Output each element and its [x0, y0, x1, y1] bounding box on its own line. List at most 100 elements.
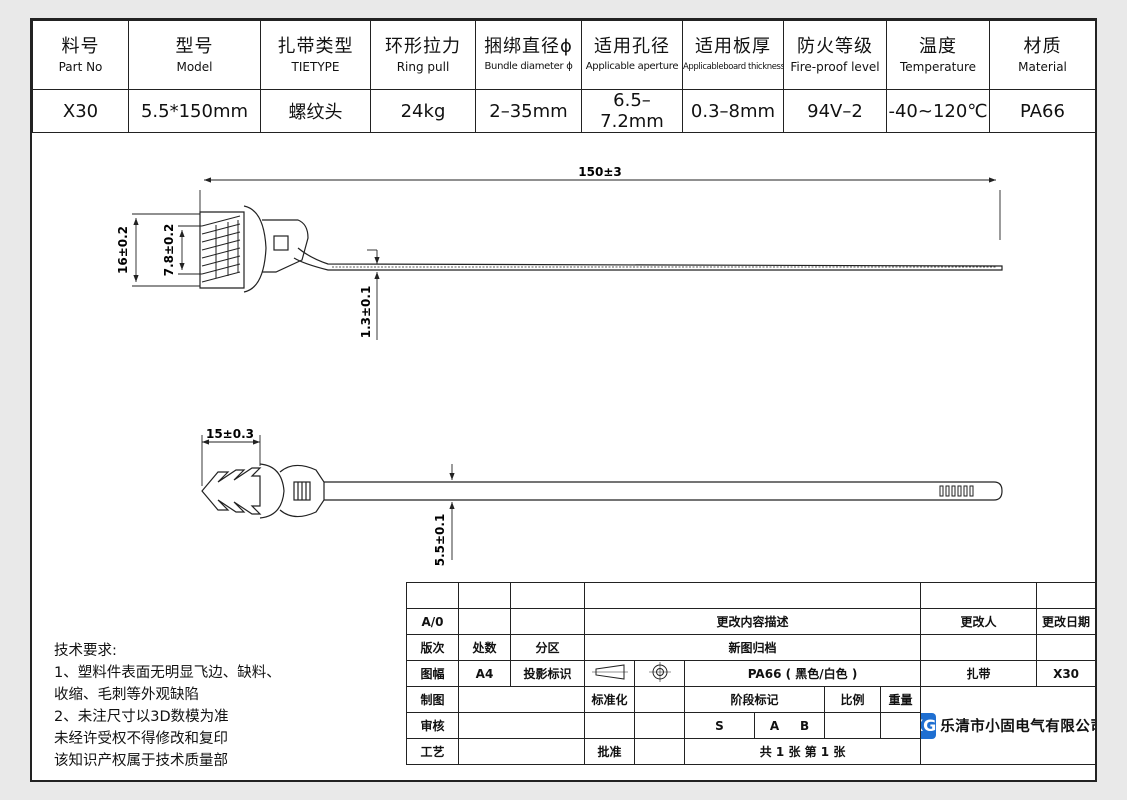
- header-zh: 型号: [175, 36, 214, 57]
- tb-stage-s: S: [684, 712, 755, 739]
- tb-stage-b: B: [800, 718, 810, 733]
- tb-row-revision: 版次 处数 分区 新图归档: [406, 634, 1097, 661]
- dim-head-height: 16±0.2: [116, 226, 130, 274]
- top-flange: [259, 463, 285, 519]
- company-block: XG 乐清市小固电气有限公司: [920, 686, 1097, 765]
- side-flange: [243, 205, 267, 293]
- tb-row-empty: [406, 582, 1097, 609]
- tb-change-date: 更改日期: [1036, 608, 1097, 635]
- tb-sheet-size-label: 图幅: [406, 660, 459, 687]
- value-temperature: -40~120℃: [886, 89, 990, 133]
- header-part-no: 料号 Part No: [32, 20, 129, 90]
- tb-projection-label: 投影标识: [510, 660, 585, 687]
- tb-a0: A/0: [406, 608, 459, 635]
- tb-row-drawn: 制图 标准化 阶段标记 比例 重量 XG 乐清市小固电气有限公司: [406, 686, 1097, 765]
- top-barb: [201, 467, 262, 515]
- tb-scale: 比例: [824, 686, 881, 713]
- header-en: Applicableboard thickness: [683, 62, 784, 72]
- side-barb-outline: [199, 211, 245, 289]
- header-zh: 温度: [919, 36, 957, 57]
- notes-line: 2、未注尺寸以3D数模为准: [54, 709, 229, 725]
- value-part-no: X30: [32, 89, 129, 133]
- tb-revision: 版次: [406, 634, 459, 661]
- header-tie-type: 扎带类型 TIETYPE: [260, 20, 371, 90]
- tb-new-archive: 新图归档: [583, 634, 922, 661]
- value-tie-type: 螺纹头: [260, 89, 371, 133]
- tb-drawn: 制图: [406, 686, 459, 713]
- tb-part-name: 扎带: [920, 660, 1038, 687]
- notes-title: 技术要求:: [54, 643, 117, 659]
- header-zh: 环形拉力: [385, 36, 461, 57]
- company-logo-icon: XG: [921, 712, 937, 739]
- header-zh: 适用孔径: [594, 36, 670, 57]
- header-zh: 扎带类型: [277, 36, 354, 57]
- company-name: 乐清市小固电气有限公司: [940, 719, 1096, 735]
- tb-review: 审核: [406, 712, 459, 739]
- value-ring-pull: 24kg: [370, 89, 476, 133]
- header-board-thickness: 适用板厚 Applicableboard thickness: [682, 20, 784, 90]
- dim-strap-width: 5.5±0.1: [433, 514, 447, 567]
- tb-row-change: A/0 更改内容描述 更改人 更改日期: [406, 608, 1097, 635]
- header-en: Bundle diameter ϕ: [484, 61, 573, 72]
- side-barb-teeth: [201, 215, 241, 283]
- tb-row-sheet: 图幅 A4 投影标识 PA66 ( 黑色/白色 ) 扎带 X30: [406, 660, 1097, 687]
- projection-circle-icon: [634, 660, 685, 687]
- dim-strap-thickness: 1.3±0.1: [359, 286, 373, 339]
- value-material: PA66: [989, 89, 1096, 133]
- top-dimensions: [201, 435, 455, 560]
- dim-head-length: 15±0.3: [206, 427, 254, 441]
- notes-line: 该知识产权属于技术质量部: [54, 753, 228, 769]
- value-model: 5.5*150mm: [128, 89, 261, 133]
- tb-stage-a-b: A B: [754, 712, 825, 739]
- tb-material: PA66 ( 黑色/白色 ): [683, 660, 922, 687]
- tb-division: 处数: [458, 634, 511, 661]
- tb-part-code: X30: [1036, 660, 1097, 687]
- header-en: TIETYPE: [291, 60, 340, 74]
- value-fire-proof: 94V–2: [783, 89, 887, 133]
- value-board-thickness: 0.3–8mm: [682, 89, 784, 133]
- tb-change-desc: 更改内容描述: [583, 608, 922, 635]
- side-view: [199, 205, 1003, 293]
- header-en: Applicable aperture: [585, 61, 679, 72]
- header-ring-pull: 环形拉力 Ring pull: [370, 20, 476, 90]
- value-bundle-diameter: 2–35mm: [475, 89, 582, 133]
- dim-overall-length: 150±3: [578, 165, 621, 179]
- tb-stage-mark: 阶段标记: [684, 686, 825, 713]
- dim-barb-height: 7.8±0.2: [162, 224, 176, 277]
- side-strap: [293, 247, 1003, 271]
- tb-row-process: 工艺 批准 共 1 张 第 1 张: [406, 738, 1096, 765]
- tb-stage-a: A: [769, 718, 780, 733]
- spec-value-row: X30 5.5*150mm 螺纹头 24kg 2–35mm 6.5–7.2mm …: [32, 89, 1096, 133]
- top-head: [279, 464, 325, 518]
- tb-weight: 重量: [879, 686, 922, 713]
- tb-sheet-size: A4: [458, 660, 511, 687]
- top-strap: [324, 481, 1003, 501]
- header-en: Part No: [58, 60, 103, 74]
- header-zh: 防火等级: [797, 36, 873, 57]
- tb-zone: 分区: [510, 634, 585, 661]
- tb-standardization: 标准化: [584, 686, 635, 713]
- side-dimensions: [132, 177, 1001, 340]
- header-zh: 适用板厚: [695, 36, 771, 57]
- header-en: Fire-proof level: [790, 60, 880, 74]
- technical-drawing: 150±3 16±0.2 7.8±0.2 1.3±0.1: [116, 165, 1003, 567]
- top-view: [201, 463, 1003, 519]
- header-en: Temperature: [899, 60, 976, 74]
- header-zh: 料号: [61, 36, 100, 57]
- notes-line: 未经许受权不得修改和复印: [54, 731, 228, 747]
- title-block: A/0 更改内容描述 更改人 更改日期 版次 处数 分区 新图归档 图幅 A4 …: [406, 582, 1097, 765]
- notes-line: 1、塑料件表面无明显飞边、缺料、: [54, 665, 281, 681]
- header-en: Material: [1018, 60, 1067, 74]
- side-head-slot: [273, 235, 289, 251]
- notes-line: 收缩、毛刺等外观缺陷: [54, 687, 199, 703]
- header-temperature: 温度 Temperature: [886, 20, 990, 90]
- tb-process: 工艺: [406, 738, 459, 765]
- projection-cone-icon: [584, 660, 635, 687]
- tb-approve: 批准: [584, 738, 635, 765]
- header-en: Ring pull: [396, 60, 450, 74]
